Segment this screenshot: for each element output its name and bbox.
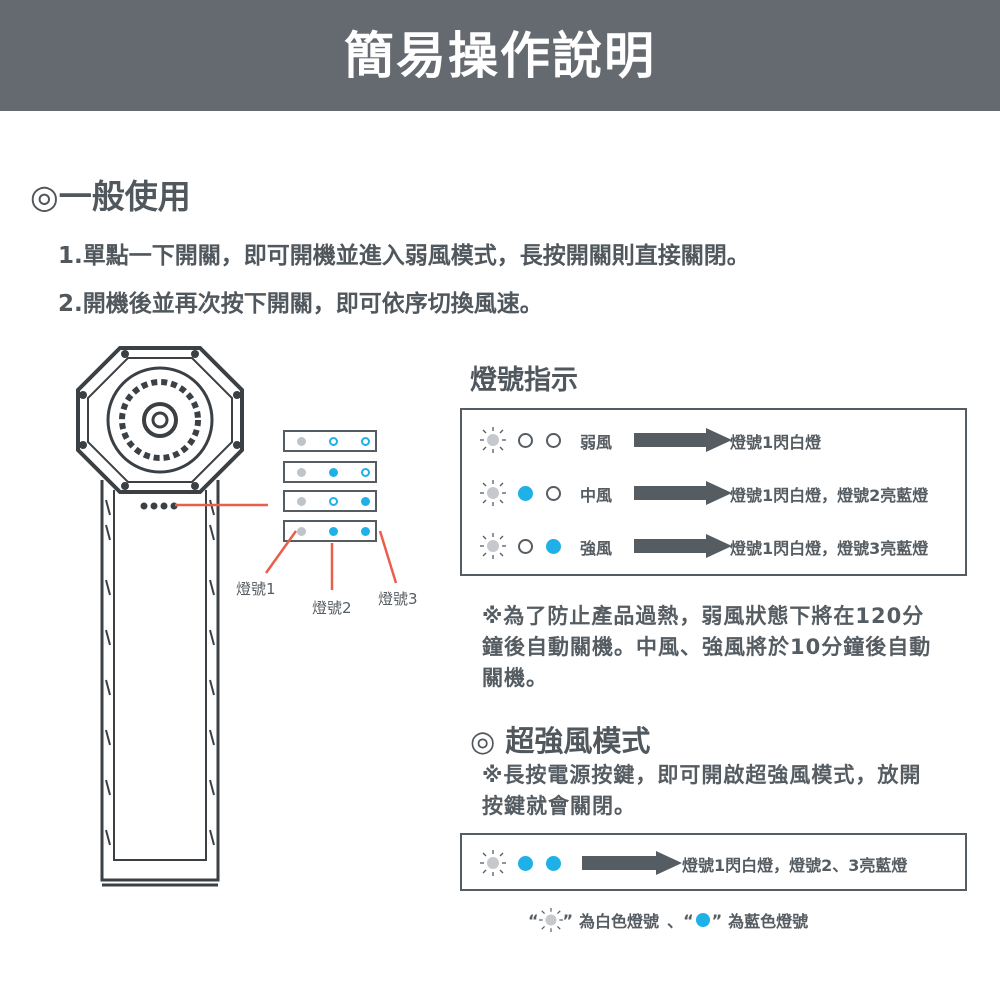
white-led-icon bbox=[480, 850, 506, 876]
overheat-note: ※為了防止產品過熱，弱風狀態下將在120分 鐘後自動關機。中風、強風將於10分鐘… bbox=[482, 601, 962, 694]
open-quote: “ bbox=[683, 910, 694, 930]
blue-led-circle bbox=[518, 856, 533, 871]
white-led-icon bbox=[538, 908, 563, 932]
led-off-circle bbox=[518, 433, 533, 448]
turbo-mode-heading: ◎ 超強風模式 bbox=[470, 724, 651, 758]
header-banner: 簡易操作說明 bbox=[0, 0, 1000, 111]
page-title: 簡易操作說明 bbox=[344, 27, 656, 85]
indicator-heading: 燈號指示 bbox=[470, 365, 578, 396]
indicator-row-weak: 弱風 燈號1閃白燈 bbox=[462, 427, 965, 457]
legend-white-text: 為白色燈號 bbox=[579, 912, 660, 931]
led-off-circle bbox=[546, 486, 561, 501]
instruction-step-1: 1.單點一下開關，即可開機並進入弱風模式，長按開關則直接關閉。 bbox=[58, 243, 750, 269]
indicator-result: 燈號1閃白燈，燈號2亮藍燈 bbox=[730, 486, 929, 505]
indicator-row-strong: 強風 燈號1閃白燈，燈號3亮藍燈 bbox=[462, 533, 965, 563]
led-off-circle bbox=[518, 539, 533, 554]
open-quote: “ bbox=[528, 910, 539, 930]
led-legend: “ ” 為白色燈號 、 “ ” 為藍色燈號 bbox=[528, 908, 808, 932]
led-3-caption: 燈號3 bbox=[378, 590, 418, 608]
white-led-icon bbox=[480, 533, 506, 559]
led-1-white bbox=[297, 527, 306, 536]
led-3-blue bbox=[361, 527, 370, 536]
close-quote: ” bbox=[562, 910, 574, 930]
led-2-caption: 燈號2 bbox=[312, 599, 352, 617]
legend-blue-text: 為藍色燈號 bbox=[728, 912, 809, 931]
led-2-outline bbox=[329, 437, 338, 446]
turbo-result: 燈號1閃白燈，燈號2、3亮藍燈 bbox=[682, 856, 908, 875]
blue-led-circle bbox=[546, 856, 561, 871]
led-2-blue bbox=[329, 468, 338, 477]
close-quote: ” bbox=[711, 910, 723, 930]
white-led-icon bbox=[480, 480, 506, 506]
arrow-icon bbox=[634, 481, 732, 505]
overheat-note-line: 關機。 bbox=[482, 666, 548, 690]
led-1-white bbox=[297, 497, 306, 506]
indicator-row-medium: 中風 燈號1閃白燈，燈號2亮藍燈 bbox=[462, 480, 965, 510]
led-panel-strong bbox=[283, 490, 377, 512]
mode-label: 弱風 bbox=[580, 433, 613, 452]
led-panel-off bbox=[283, 430, 377, 452]
led-off-circle bbox=[546, 433, 561, 448]
blue-led-circle bbox=[546, 539, 561, 554]
blue-led-icon bbox=[695, 913, 710, 927]
handheld-fan-illustration bbox=[76, 346, 244, 887]
mode-label: 強風 bbox=[580, 539, 613, 558]
turbo-indicator-box: 燈號1閃白燈，燈號2、3亮藍燈 bbox=[460, 833, 967, 891]
arrow-icon bbox=[634, 428, 732, 452]
turbo-note-line: ※長按電源按鍵，即可開啟超強風模式，放開 bbox=[482, 763, 922, 787]
led-panel-turbo bbox=[283, 520, 377, 542]
arrow-icon bbox=[582, 851, 682, 875]
indicator-row-turbo: 燈號1閃白燈，燈號2、3亮藍燈 bbox=[462, 850, 965, 880]
general-usage-heading: ◎一般使用 bbox=[30, 177, 191, 216]
led-3-outline bbox=[361, 468, 370, 477]
led-1-white bbox=[297, 437, 306, 446]
indicator-result: 燈號1閃白燈 bbox=[730, 433, 822, 452]
overheat-note-line: 鐘後自動關機。中風、強風將於10分鐘後自動 bbox=[482, 635, 932, 659]
mode-label: 中風 bbox=[580, 486, 613, 505]
indicator-result: 燈號1閃白燈，燈號3亮藍燈 bbox=[730, 539, 929, 558]
led-3-outline bbox=[361, 437, 370, 446]
turbo-note: ※長按電源按鍵，即可開啟超強風模式，放開 按鍵就會關閉。 bbox=[482, 760, 962, 822]
leader-led-3 bbox=[378, 530, 398, 584]
led-1-caption: 燈號1 bbox=[236, 580, 276, 598]
indicator-table: 弱風 燈號1閃白燈 中風 燈號1閃白燈，燈號2亮藍燈 強風 燈號1閃白燈，燈號3… bbox=[460, 408, 967, 576]
arrow-icon bbox=[634, 534, 732, 558]
legend-separator: 、 bbox=[667, 912, 684, 931]
led-2-blue bbox=[329, 527, 338, 536]
blue-led-circle bbox=[518, 486, 533, 501]
led-2-outline bbox=[329, 497, 338, 506]
instruction-step-2: 2.開機後並再次按下開關，即可依序切換風速。 bbox=[58, 291, 543, 317]
led-panel-medium bbox=[283, 461, 377, 483]
white-led-icon bbox=[480, 427, 506, 453]
overheat-note-line: ※為了防止產品過熱，弱風狀態下將在120分 bbox=[482, 604, 925, 628]
led-3-blue bbox=[361, 497, 370, 506]
led-1-white bbox=[297, 468, 306, 477]
turbo-note-line: 按鍵就會關閉。 bbox=[482, 794, 636, 818]
